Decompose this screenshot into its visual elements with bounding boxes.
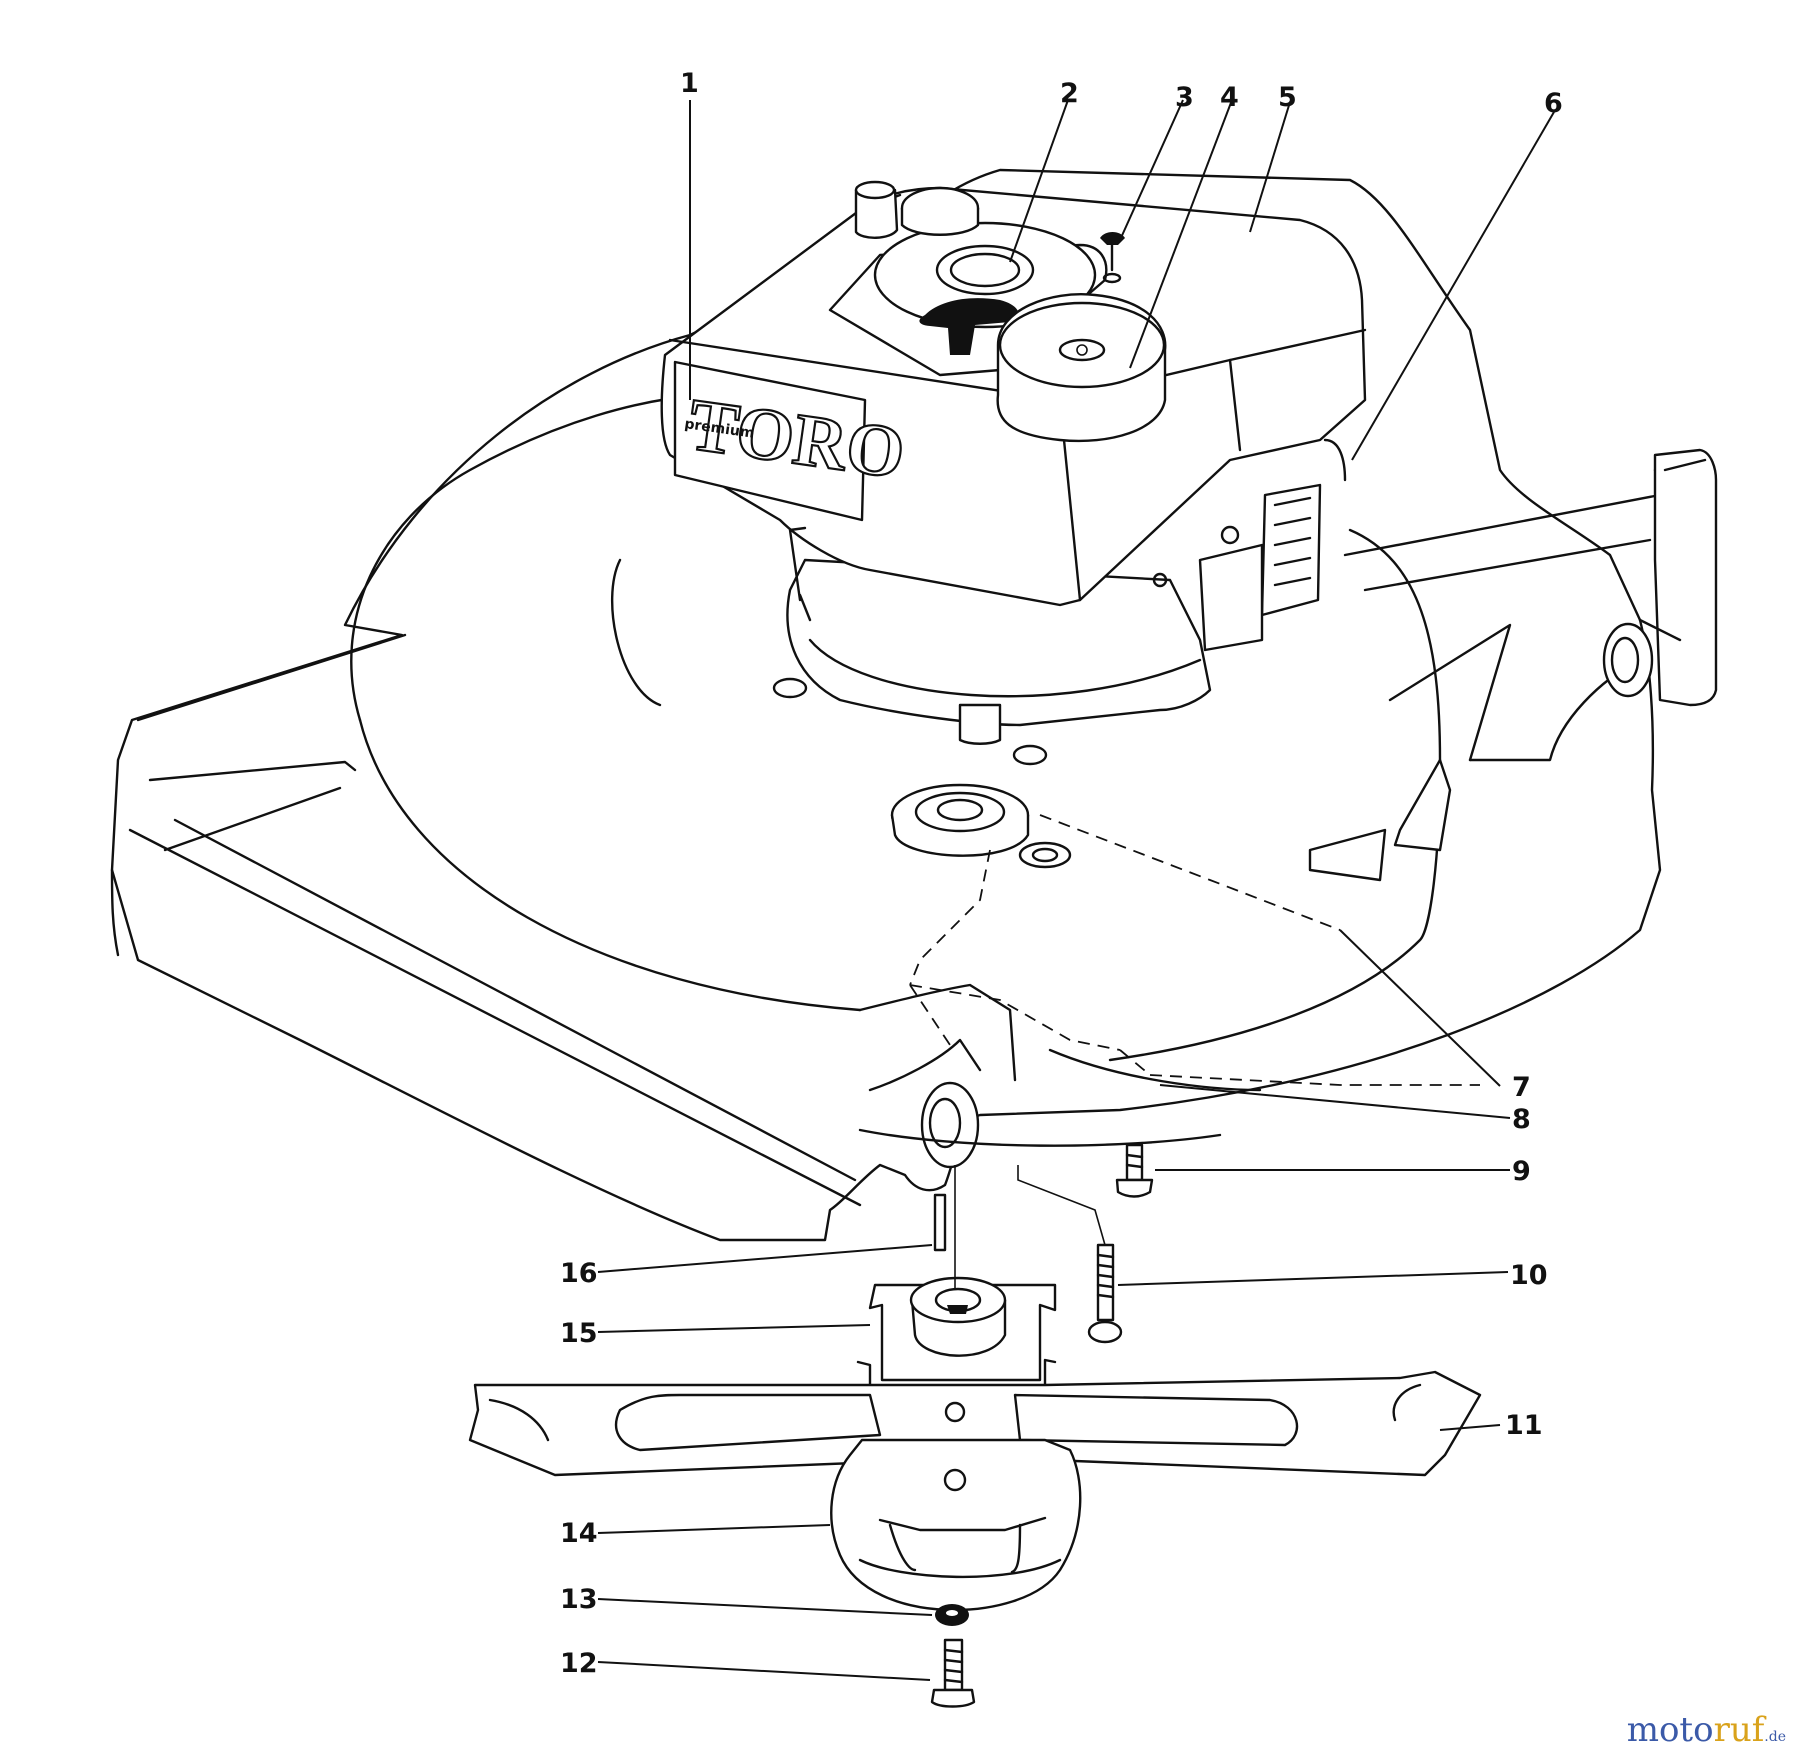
leader-lines <box>597 99 1555 1681</box>
callout-15: 15 <box>560 1318 598 1349</box>
callout-5: 5 <box>1278 82 1297 113</box>
callout-8: 8 <box>1512 1104 1531 1135</box>
watermark-part2: ruf <box>1713 1710 1765 1750</box>
hidden-lines <box>909 814 1480 1086</box>
callout-16: 16 <box>560 1258 598 1289</box>
callout-numbers: 1 2 3 4 5 6 7 8 9 10 11 12 13 14 15 16 <box>560 68 1563 1679</box>
callout-7: 7 <box>1512 1072 1531 1103</box>
pulley <box>890 783 1072 869</box>
callout-14: 14 <box>560 1518 598 1549</box>
callout-1: 1 <box>680 68 699 99</box>
callout-4: 4 <box>1220 82 1239 113</box>
watermark-part1: moto <box>1626 1710 1714 1750</box>
callout-13: 13 <box>560 1584 598 1615</box>
blade-assembly <box>468 232 1482 1708</box>
callout-12: 12 <box>560 1648 598 1679</box>
callout-3: 3 <box>1175 82 1194 113</box>
engine-assembly: TORO premium <box>660 180 1367 766</box>
watermark-part3: .de <box>1764 1729 1786 1745</box>
callout-6: 6 <box>1544 88 1563 119</box>
callout-11: 11 <box>1505 1410 1543 1441</box>
watermark: motoruf.de <box>1627 1710 1786 1750</box>
callout-9: 9 <box>1512 1156 1531 1187</box>
callout-10: 10 <box>1510 1260 1548 1291</box>
callout-2: 2 <box>1060 78 1079 109</box>
